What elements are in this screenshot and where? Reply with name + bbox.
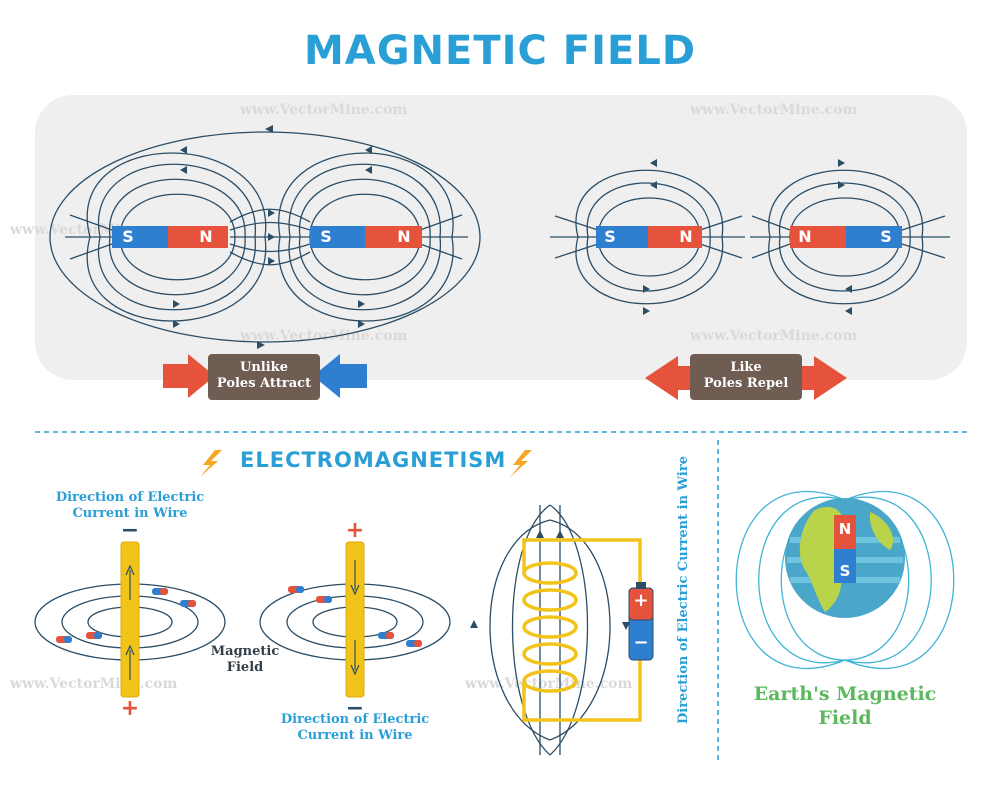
electromagnetism-title: ELECTROMAGNETISM [240,448,507,472]
wire-1-label-line2: Current in Wire [72,506,188,521]
wire-1-label: Direction of Electric Current in Wire [40,490,220,522]
magnetic-field-label: Magnetic Field [200,644,290,676]
coil-arrowheads [470,530,630,630]
wire-1-current-arrows [125,564,135,680]
attract-arrow-right [163,354,215,398]
repel-magnet-2 [790,226,902,248]
magnetic-field-label-line2: Field [226,660,264,675]
page-title: MAGNETIC FIELD [303,28,697,74]
wire-1-top-sign: − [120,518,140,543]
earth-label: Earth's Magnetic Field [735,682,955,730]
earth-n: N [838,520,852,538]
pole-letter: S [122,227,134,246]
wire-1 [120,541,140,698]
pole-letter: N [397,227,411,246]
wire-2-label: Direction of Electric Current in Wire [265,712,445,744]
north-pole [365,226,422,248]
wire-1-bottom-sign: + [120,696,140,721]
repel-label: Like Poles Repel [690,354,802,400]
south-pole [112,226,168,248]
attract-arrowheads [173,125,372,349]
repel-magnet-1 [596,226,702,248]
north-pole [168,226,228,248]
pole-letter: N [798,227,812,246]
pole-letter: N [679,227,693,246]
wire-2-current-arrows [350,560,360,676]
repel-label-line1: Like [730,360,762,375]
wire-2-label-line1: Direction of Electric [280,712,430,727]
wire-2-label-line2: Current in Wire [297,728,413,743]
attract-label: Unlike Poles Attract [208,354,320,400]
coil [522,538,642,722]
repel-arrow-right [792,356,847,400]
magnetic-field-label-line1: Magnetic [210,644,280,659]
pole-letter: S [604,227,616,246]
watermark: www.VectorMine.com [240,328,408,344]
repel-label-line2: Poles Repel [703,376,789,391]
attract-magnet-1 [112,226,228,248]
earth-magnet [834,515,856,583]
pole-letter: S [320,227,332,246]
attract-field-lines [49,131,481,343]
repel-arrowheads [643,159,852,315]
south-pole [846,226,902,248]
earth-label-line1: Earth's Magnetic [753,683,937,705]
attract-magnet-2 [310,226,422,248]
attract-label-line2: Poles Attract [216,376,312,391]
earth-s: S [839,562,851,580]
wire-2-top-sign: + [345,518,365,543]
watermark: www.VectorMine.com [690,328,858,344]
pole-letter: S [880,227,892,246]
wire-2 [345,541,365,698]
north-pole [790,226,846,248]
north-pole [648,226,702,248]
earth-label-line2: Field [818,707,872,729]
wire-1-label-line1: Direction of Electric [55,490,205,505]
repel-arrow-left [645,356,700,400]
attract-arrow-left [313,354,367,398]
watermark: www.VectorMine.com [690,102,858,118]
coil-current-label: Direction of Electric Current in Wire [676,456,691,724]
attract-label-line1: Unlike [240,360,288,375]
lightning-icon [200,450,222,477]
battery-minus: − [633,632,649,653]
watermark: www.VectorMine.com [240,102,408,118]
battery-plus: + [633,590,649,611]
coil-field-lines [489,504,611,756]
earth-field-lines [735,491,955,669]
wire-2-bottom-sign: − [345,696,365,721]
south-pole [596,226,648,248]
south-pole [310,226,365,248]
watermark: www.VectorMine.com [465,676,633,692]
wire-1-compasses [56,588,196,643]
pole-letter: N [199,227,213,246]
lightning-icon [510,450,532,477]
wire-2-compasses [288,586,422,647]
